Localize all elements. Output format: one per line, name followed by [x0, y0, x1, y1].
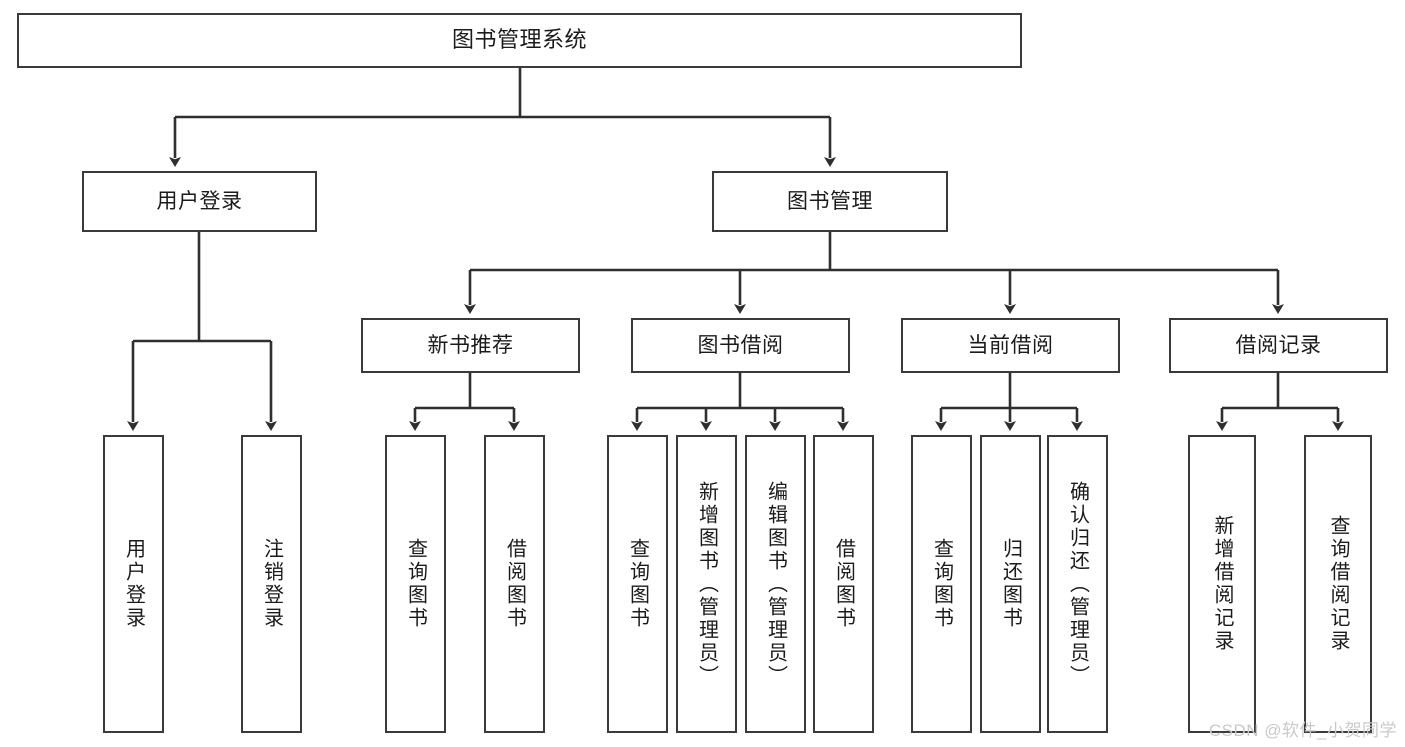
leaf-add-book-admin[interactable]: 新增图书（管理员） — [676, 435, 737, 733]
node-label: 确认归还（管理员） — [1066, 480, 1089, 688]
node-label: 图书管理系统 — [451, 27, 587, 53]
leaf-query-book-2[interactable]: 查询图书 — [607, 435, 668, 733]
leaf-user-login[interactable]: 用户登录 — [103, 435, 164, 733]
node-label: 新书推荐 — [427, 333, 514, 357]
node-book-management[interactable]: 图书管理 — [712, 171, 948, 232]
node-label: 图书借阅 — [697, 333, 784, 357]
node-borrow-record[interactable]: 借阅记录 — [1169, 318, 1388, 373]
node-label: 图书管理 — [787, 189, 873, 213]
node-label: 编辑图书（管理员） — [764, 480, 787, 688]
node-new-book-recommend[interactable]: 新书推荐 — [361, 318, 580, 373]
node-label: 注销登录 — [260, 538, 283, 630]
node-label: 当前借阅 — [967, 333, 1054, 357]
node-label: 查询借阅记录 — [1327, 515, 1349, 653]
node-label: 借阅记录 — [1235, 333, 1322, 357]
leaf-query-borrow-record[interactable]: 查询借阅记录 — [1304, 435, 1372, 733]
leaf-confirm-return-admin[interactable]: 确认归还（管理员） — [1047, 435, 1108, 733]
leaf-edit-book-admin[interactable]: 编辑图书（管理员） — [745, 435, 806, 733]
leaf-logout[interactable]: 注销登录 — [241, 435, 302, 733]
leaf-query-book-1[interactable]: 查询图书 — [385, 435, 446, 733]
node-label: 新增图书（管理员） — [695, 480, 718, 688]
node-root-system[interactable]: 图书管理系统 — [17, 13, 1022, 68]
node-label: 归还图书 — [999, 538, 1022, 630]
node-label: 借阅图书 — [832, 538, 855, 630]
node-label: 查询图书 — [626, 538, 649, 630]
node-user-login[interactable]: 用户登录 — [82, 171, 317, 232]
node-label: 查询图书 — [404, 538, 427, 630]
leaf-borrow-book-2[interactable]: 借阅图书 — [813, 435, 874, 733]
node-label: 借阅图书 — [503, 538, 526, 630]
node-label: 用户登录 — [122, 538, 145, 630]
watermark: CSDN @软件_小贺同学 — [1208, 721, 1397, 740]
node-label: 用户登录 — [156, 189, 243, 213]
leaf-add-borrow-record[interactable]: 新增借阅记录 — [1188, 435, 1256, 733]
leaf-query-book-3[interactable]: 查询图书 — [911, 435, 972, 733]
node-current-borrow[interactable]: 当前借阅 — [901, 318, 1120, 373]
node-book-borrow[interactable]: 图书借阅 — [631, 318, 850, 373]
leaf-return-book[interactable]: 归还图书 — [980, 435, 1041, 733]
leaf-borrow-book-1[interactable]: 借阅图书 — [484, 435, 545, 733]
node-label: 新增借阅记录 — [1211, 515, 1233, 653]
node-label: 查询图书 — [930, 538, 953, 630]
